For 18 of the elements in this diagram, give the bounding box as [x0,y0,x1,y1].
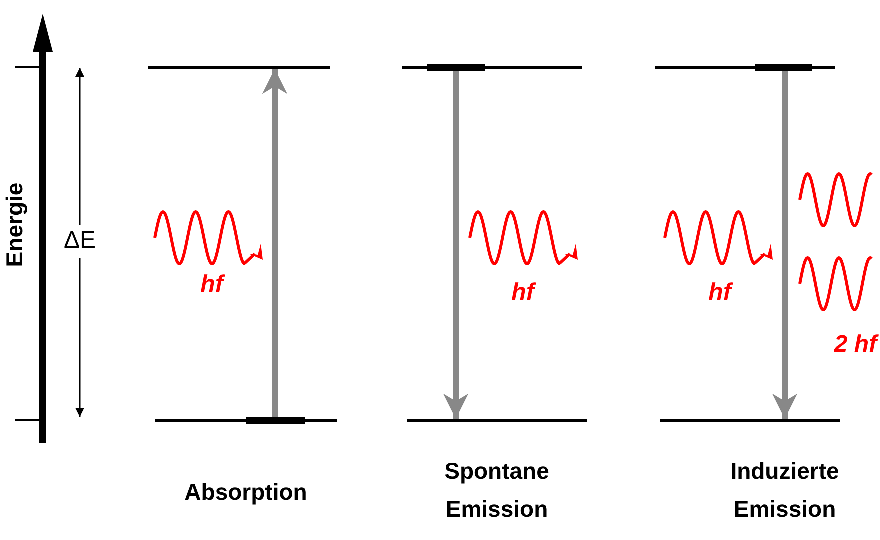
energy-level-line [148,66,330,69]
energy-level-line [155,419,337,422]
photon-energy-label: 2 hf [834,331,877,359]
transition-arrow [772,69,798,419]
energy-level-line [402,66,582,69]
axis-label: Energie [2,182,28,268]
photon-energy-label: hf [200,271,224,299]
energy-level-line [407,419,587,422]
process-label: Absorption [184,478,308,507]
photon-energy-label: hf [708,279,732,307]
energy-level-line [655,66,835,69]
process-label: Induzierte Emission [730,457,840,524]
photon-energy-label: hf [512,279,534,307]
process-label: Spontane Emission [444,457,550,524]
transition-arrow [262,69,288,419]
energy-level-line [660,419,840,422]
delta-e-label: ΔE [64,227,96,255]
transition-arrow [443,69,469,419]
